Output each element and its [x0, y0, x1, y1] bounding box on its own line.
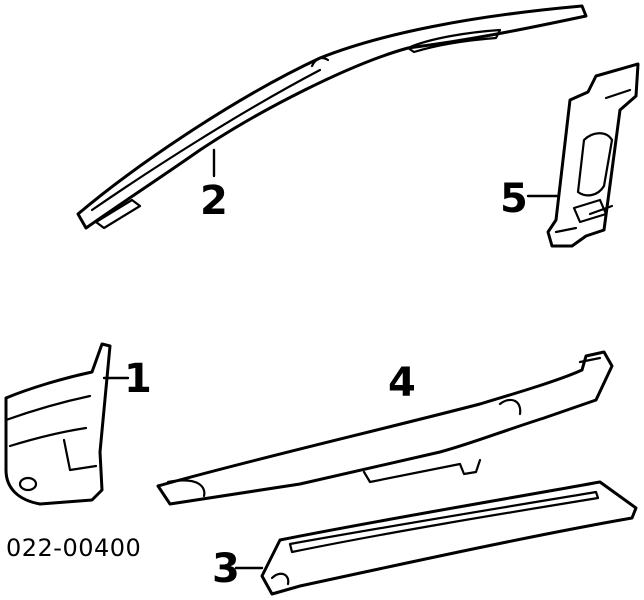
callout-1: 1: [102, 356, 152, 402]
callout-4: 4: [388, 360, 416, 406]
callout-label-3: 3: [212, 546, 240, 592]
callout-5: 5: [500, 176, 560, 222]
part-3-scuff-plate: [260, 480, 638, 596]
callout-3: 3: [212, 546, 264, 592]
callout-label-1: 1: [124, 356, 152, 402]
callout-label-2: 2: [200, 178, 228, 224]
diagram-code: 022-00400: [6, 534, 141, 562]
callout-label-4: 4: [388, 360, 416, 406]
part-4-inner-sill-trim: [156, 350, 614, 506]
part-5-pillar-trim: [546, 62, 640, 248]
part-2-roof-rail-trim: [76, 4, 588, 230]
callout-2: 2: [200, 148, 228, 224]
part-1-pillar-lower-trim: [4, 342, 112, 506]
callout-label-5: 5: [500, 176, 528, 222]
